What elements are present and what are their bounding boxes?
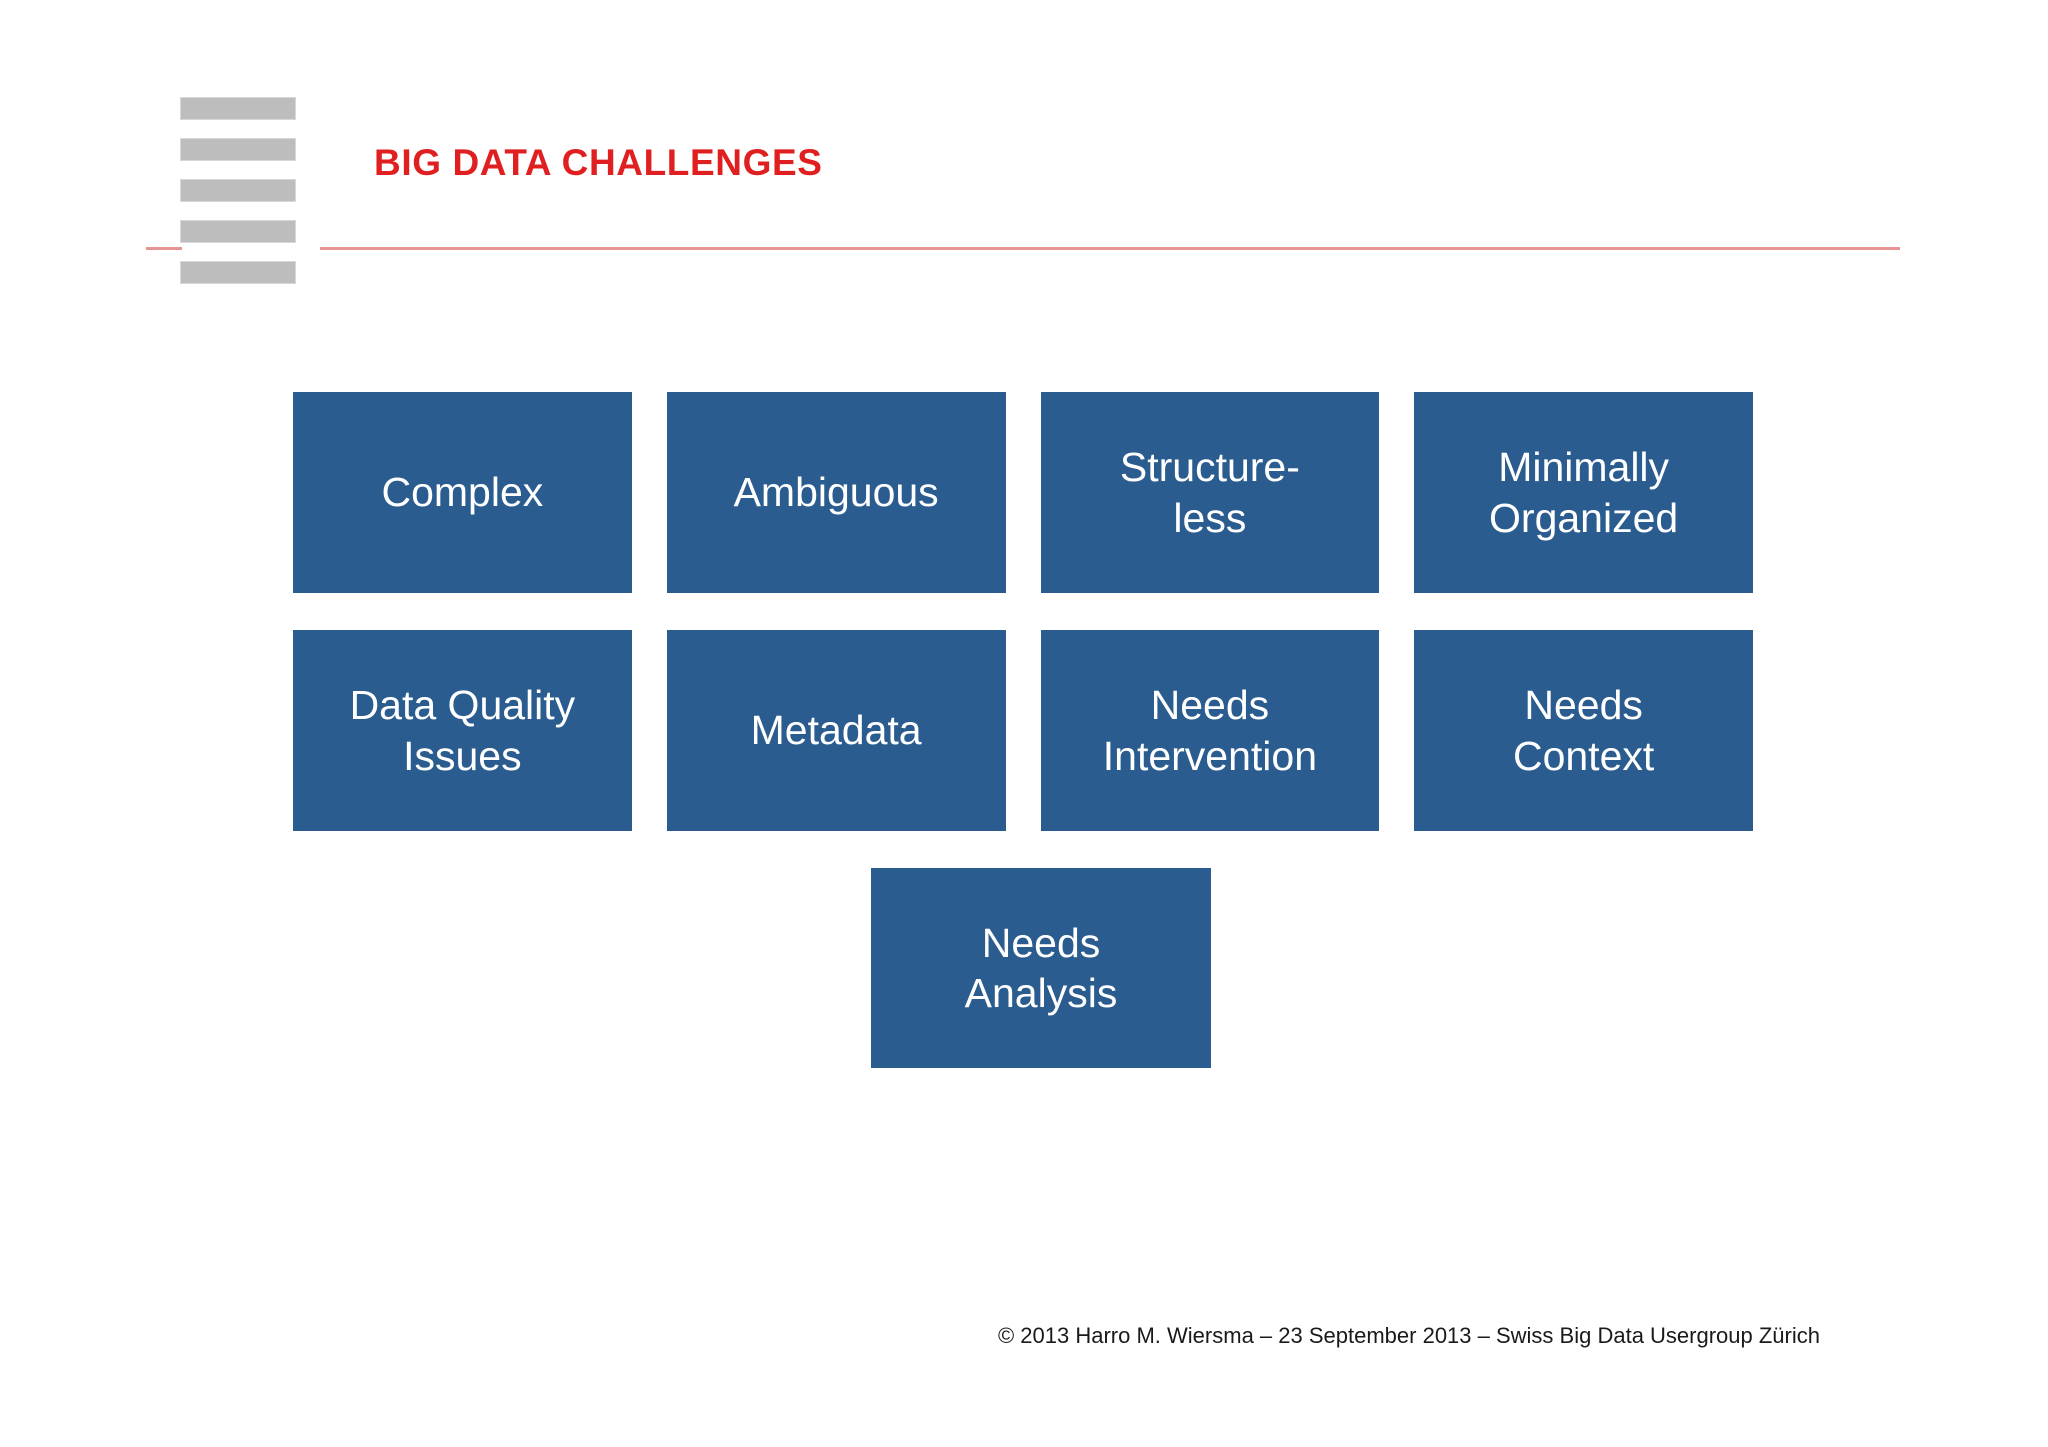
challenge-box-needs-analysis[interactable]: Needs Analysis (871, 868, 1211, 1068)
challenge-box-complex[interactable]: Complex (293, 392, 632, 593)
logo-bar-2 (181, 139, 295, 160)
challenge-row-3: Needs Analysis (293, 868, 1753, 1068)
logo-bar-5 (181, 262, 295, 283)
challenge-row-2: Data Quality Issues Metadata Needs Inter… (293, 630, 1753, 831)
challenge-box-needs-context[interactable]: Needs Context (1414, 630, 1753, 831)
challenge-box-structureless[interactable]: Structure- less (1040, 392, 1380, 593)
title-rule (320, 247, 1900, 250)
title-rule-left-stub (146, 247, 182, 250)
footer-credit: © 2013 Harro M. Wiersma – 23 September 2… (997, 1323, 1820, 1348)
logo-bars-icon (181, 98, 295, 283)
challenge-row-1: Complex Ambiguous Structure- less Minima… (293, 392, 1753, 593)
page-title: BIG DATA CHALLENGES (374, 142, 823, 183)
logo-bar-4 (181, 221, 295, 242)
challenge-box-metadata[interactable]: Metadata (666, 630, 1006, 831)
challenge-box-minimally-organized[interactable]: Minimally Organized (1414, 392, 1753, 593)
challenge-box-needs-intervention[interactable]: Needs Intervention (1040, 630, 1380, 831)
challenge-box-ambiguous[interactable]: Ambiguous (666, 392, 1006, 593)
challenge-box-grid: Complex Ambiguous Structure- less Minima… (293, 392, 1753, 1068)
logo-bar-3 (181, 180, 295, 201)
logo-bar-1 (181, 98, 295, 119)
challenge-box-data-quality-issues[interactable]: Data Quality Issues (293, 630, 632, 831)
